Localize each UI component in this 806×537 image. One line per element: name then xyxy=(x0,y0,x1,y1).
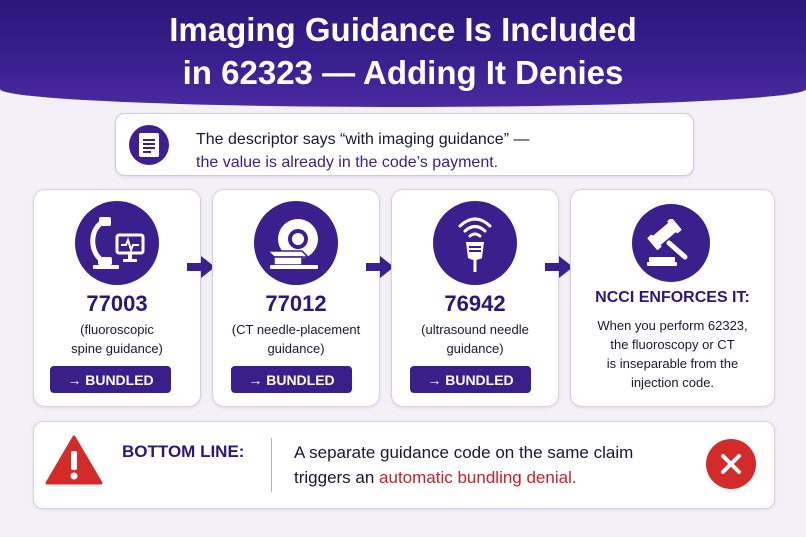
ncci-line-4: injection code. xyxy=(630,375,715,390)
bottom-line-panel: BOTTOM LINE: A separate guidance code on… xyxy=(33,421,775,509)
arrow-right-icon xyxy=(187,256,215,278)
title-line-1: Imaging Guidance Is Included xyxy=(169,11,637,48)
bottom-line-label: BOTTOM LINE: xyxy=(122,442,245,461)
callout-text: The descriptor says “with imaging guidan… xyxy=(196,128,529,174)
code-label: 76942 xyxy=(444,291,506,316)
header-banner: Imaging Guidance Is Included in 62323 — … xyxy=(0,0,806,107)
ncci-description: When you perform 62323, the fluoroscopy … xyxy=(571,316,774,392)
arrow-right-icon xyxy=(545,256,573,278)
ultrasound-probe-icon xyxy=(433,201,517,285)
bundled-badge: → BUNDLED xyxy=(410,366,531,393)
descriptor-callout: The descriptor says “with imaging guidan… xyxy=(115,113,694,176)
desc-line-1: (CT needle-placement xyxy=(231,322,361,337)
page-title: Imaging Guidance Is Included in 62323 — … xyxy=(0,8,806,94)
title-line-2: in 62323 — Adding It Denies xyxy=(182,54,624,91)
denial-emphasis: automatic bundling denial. xyxy=(379,468,577,487)
bundled-badge: → BUNDLED xyxy=(231,366,352,393)
desc-line-2: guidance) xyxy=(446,341,504,356)
code-description: (CT needle-placement guidance) xyxy=(213,320,379,358)
desc-line-1: (fluoroscopic xyxy=(80,322,154,337)
code-description: (fluoroscopic spine guidance) xyxy=(34,320,200,358)
code-label: 77012 xyxy=(265,291,327,316)
ncci-card: NCCI ENFORCES IT: When you perform 62323… xyxy=(570,189,775,407)
card-77003: 77003 (fluoroscopic spine guidance) → BU… xyxy=(33,189,201,407)
warning-triangle-icon xyxy=(45,435,103,485)
desc-line-1: (ultrasound needle xyxy=(421,322,529,337)
code-label: 77003 xyxy=(86,291,148,316)
callout-line-1: The descriptor says “with imaging guidan… xyxy=(196,131,530,148)
ncci-line-3: is inseparable from the xyxy=(606,356,739,371)
x-circle-icon xyxy=(706,439,756,489)
card-77012: 77012 (CT needle-placement guidance) → B… xyxy=(212,189,380,407)
ncci-line-2: the fluoroscopy or CT xyxy=(610,337,735,352)
ct-scanner-icon xyxy=(254,201,338,285)
bottom-line-text: A separate guidance code on the same cla… xyxy=(294,440,633,490)
arrow-right-icon xyxy=(366,256,394,278)
document-icon xyxy=(129,125,169,165)
code-description: (ultrasound needle guidance) xyxy=(392,320,558,358)
bottom-line-2: triggers an automatic bundling denial. xyxy=(294,465,633,490)
fluoroscopy-c-arm-icon xyxy=(75,201,159,285)
gavel-icon xyxy=(632,204,710,282)
desc-line-2: guidance) xyxy=(267,341,325,356)
callout-line-2: the value is already in the code’s payme… xyxy=(196,154,499,171)
bundled-badge: → BUNDLED xyxy=(50,366,171,393)
divider xyxy=(271,438,272,492)
bottom-line-2-prefix: triggers an xyxy=(294,468,380,487)
ncci-title: NCCI ENFORCES IT: xyxy=(595,289,750,306)
ncci-line-1: When you perform 62323, xyxy=(597,318,748,333)
card-76942: 76942 (ultrasound needle guidance) → BUN… xyxy=(391,189,559,407)
bottom-line-1: A separate guidance code on the same cla… xyxy=(294,443,634,462)
desc-line-2: spine guidance) xyxy=(71,341,163,356)
